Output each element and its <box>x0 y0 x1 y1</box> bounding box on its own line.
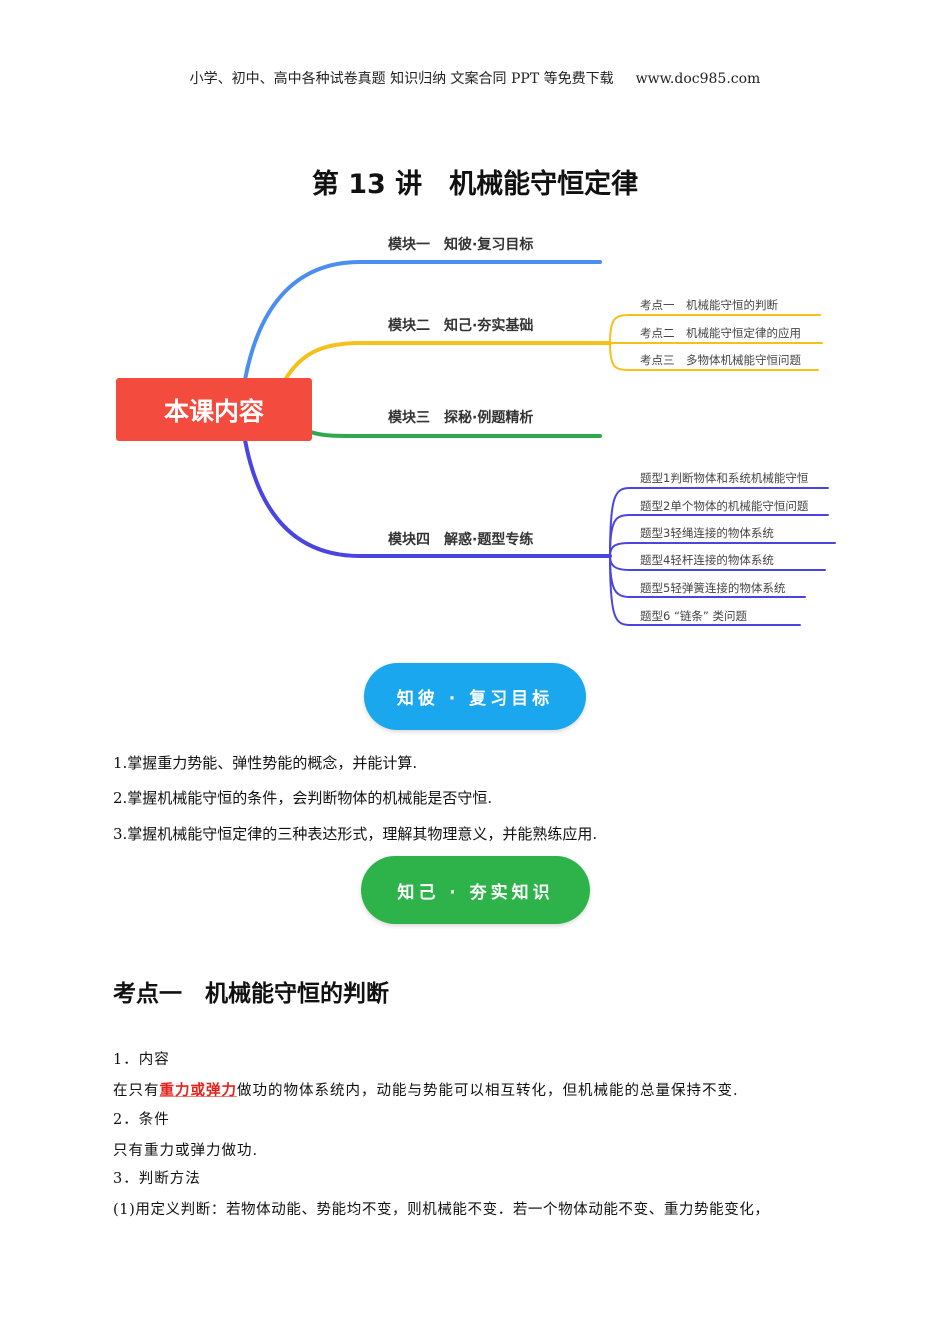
m4-sub-branches <box>609 487 836 626</box>
m2-item: 考点二 机械能守恒定律的应用 <box>640 326 801 340</box>
module-1-label: 模块一 知彼·复习目标 <box>388 236 533 253</box>
center-label: 本课内容 <box>164 397 264 426</box>
paragraph-method: (1)用定义判断：若物体动能、势能均不变，则机械能不变．若一个物体动能不变、重力… <box>113 1202 770 1218</box>
page-title: 第 13 讲 机械能守恒定律 <box>311 169 639 200</box>
section-heading: 考点一 机械能守恒的判断 <box>113 981 389 1007</box>
branch-m4 <box>243 438 612 558</box>
header-url: www.doc985.com <box>635 71 761 87</box>
m2-item: 考点三 多物体机械能守恒问题 <box>640 353 801 367</box>
module-3-label: 模块三 探秘·例题精析 <box>388 409 533 426</box>
paragraph-content: 在只有重力或弹力做功的物体系统内，动能与势能可以相互转化，但机械能的总量保持不变… <box>113 1079 739 1100</box>
subheading-content: 1．内容 <box>113 1052 170 1068</box>
page-header: 小学、初中、高中各种试卷真题 知识归纳 文案合同 PPT 等免费下载 www.do… <box>0 68 950 88</box>
m4-item: 题型5轻弹簧连接的物体系统 <box>640 581 786 595</box>
text: 在只有 <box>113 1083 160 1099</box>
subheading-method: 3．判断方法 <box>113 1171 201 1187</box>
m4-item: 题型1判断物体和系统机械能守恒 <box>640 471 809 485</box>
branch-m2 <box>283 341 612 382</box>
highlight-text: 重力或弹力 <box>159 1082 237 1099</box>
center-node <box>116 378 312 441</box>
goal-item: 2.掌握机械能守恒的条件，会判断物体的机械能是否守恒. <box>113 789 493 807</box>
m4-item: 题型6 “链条” 类问题 <box>640 609 748 623</box>
subheading-condition: 2．条件 <box>113 1112 170 1128</box>
branch-m1 <box>243 260 602 382</box>
m4-item: 题型4轻杆连接的物体系统 <box>640 553 774 567</box>
m4-item: 题型2单个物体的机械能守恒问题 <box>640 499 809 513</box>
pill-basics: 知己 · 夯实知识 <box>361 856 590 924</box>
module-2-label: 模块二 知己·夯实基础 <box>388 317 533 334</box>
m4-item: 题型3轻绳连接的物体系统 <box>640 526 774 540</box>
branch-m3 <box>303 428 602 438</box>
pill-review-goals: 知彼 · 复习目标 <box>364 663 586 730</box>
m2-sub-branches <box>609 314 823 371</box>
header-text: 小学、初中、高中各种试卷真题 知识归纳 文案合同 PPT 等免费下载 <box>189 71 614 87</box>
text: 做功的物体系统内，动能与势能可以相互转化，但机械能的总量保持不变. <box>237 1083 739 1099</box>
goal-item: 1.掌握重力势能、弹性势能的概念，并能计算. <box>113 754 418 772</box>
m2-item: 考点一 机械能守恒的判断 <box>640 298 778 312</box>
mind-map: 本课内容 模块一 知彼·复习目标 模块二 知己·夯实基础 模块三 探秘·例题精析… <box>116 236 836 626</box>
module-4-label: 模块四 解惑·题型专练 <box>388 531 533 548</box>
paragraph-condition: 只有重力或弹力做功. <box>113 1143 259 1159</box>
goal-item: 3.掌握机械能守恒定律的三种表达形式，理解其物理意义，并能熟练应用. <box>113 825 598 843</box>
